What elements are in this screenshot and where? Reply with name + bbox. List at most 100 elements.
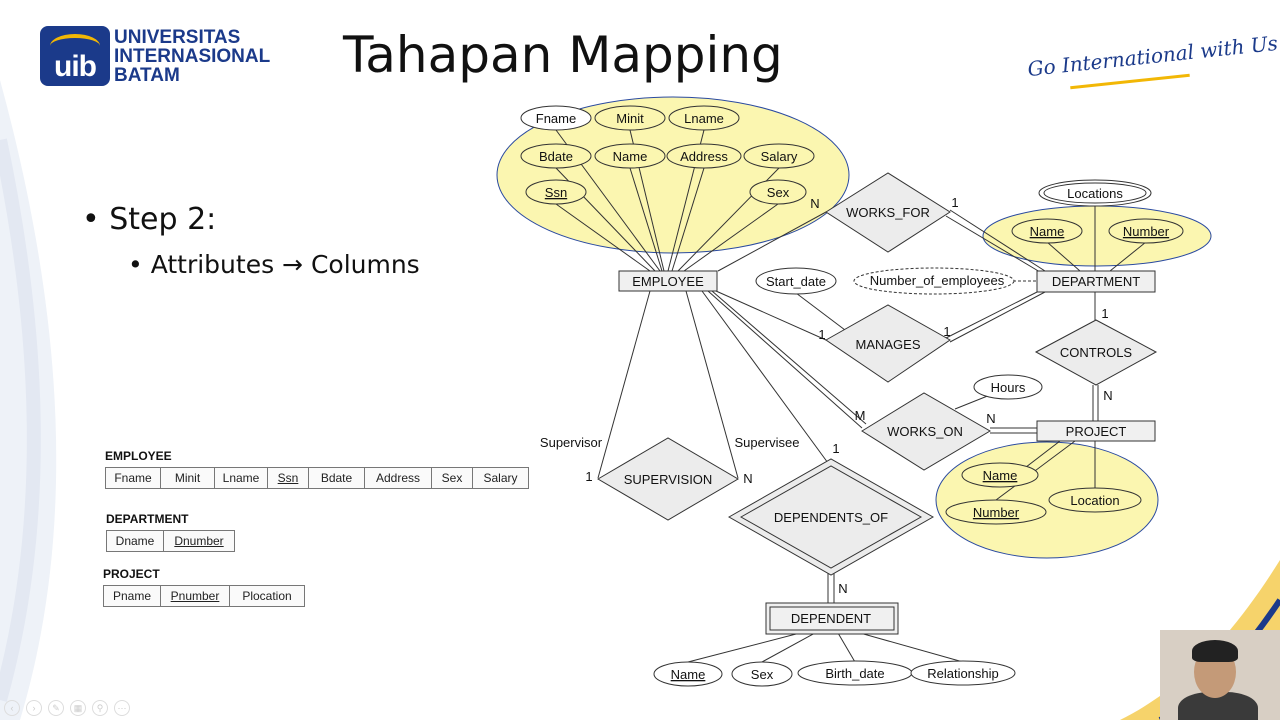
next-slide-icon[interactable]: ›	[26, 700, 42, 716]
logo-text: UNIVERSITAS INTERNASIONAL BATAM	[114, 28, 270, 85]
attr-bdate: Bdate	[539, 149, 573, 164]
attr-proj-name: Name	[983, 468, 1018, 483]
project-table: PROJECT Pname Pnumber Plocation	[103, 567, 305, 607]
attr-locations-inner	[1043, 182, 1147, 204]
logo-line-3: BATAM	[114, 64, 180, 86]
entity-project-box	[1036, 420, 1156, 442]
rel-dependents-of-outer	[727, 458, 935, 576]
employee-col-salary: Salary	[483, 471, 518, 485]
rel-works-on: WORKS_ON	[887, 424, 963, 439]
attr-sex: Sex	[767, 185, 790, 200]
card-works-for-n: N	[810, 196, 819, 211]
attr-number-of-employees-shape	[853, 267, 1015, 295]
employee-table-row: Fname Minit Lname Ssn Bdate Address Sex …	[105, 467, 529, 489]
attr-lname-shape	[668, 105, 740, 131]
attr-locations: Locations	[1067, 186, 1123, 201]
rel-manages: MANAGES	[855, 337, 920, 352]
attr-bdate-shape	[520, 143, 592, 169]
university-logo: uib UNIVERSITAS INTERNASIONAL BATAM	[40, 26, 270, 86]
attr-name-shape	[594, 143, 666, 169]
card-controls-n: N	[1103, 388, 1112, 403]
attr-dept-name: Name	[1030, 224, 1065, 239]
attr-dep-sex: Sex	[751, 667, 774, 682]
project-col-plocation: Plocation	[242, 589, 292, 603]
attr-ssn-shape	[525, 179, 587, 205]
role-supervisor: Supervisor	[540, 435, 603, 450]
department-table-row: Dname Dnumber	[106, 530, 235, 552]
uib-logo-mark: uib	[40, 26, 110, 86]
attr-start-date: Start_date	[766, 274, 826, 289]
attr-dep-relationship-shape	[910, 660, 1016, 686]
logo-mark-text: uib	[54, 50, 97, 83]
attr-start-date-shape	[755, 267, 837, 295]
attr-dept-number-shape	[1108, 218, 1184, 244]
project-col-pnumber: Pnumber	[161, 586, 230, 606]
attr-dep-relationship: Relationship	[927, 666, 999, 681]
employee-col-lname: Lname	[215, 468, 268, 488]
attr-dept-number: Number	[1123, 224, 1170, 239]
rel-supervision-shape	[597, 437, 739, 521]
rel-supervision: SUPERVISION	[624, 472, 713, 487]
card-works-for-1: 1	[951, 195, 958, 210]
logo-line-2: INTERNASIONAL	[114, 45, 271, 67]
entity-employee-box	[618, 270, 718, 292]
employee-col-sex: Sex	[432, 468, 473, 488]
bullet-step: • Step 2:	[82, 202, 217, 237]
attr-sex-shape	[749, 179, 807, 205]
entity-department: DEPARTMENT	[1052, 274, 1140, 289]
attr-proj-number: Number	[973, 505, 1020, 520]
attr-hours: Hours	[991, 380, 1026, 395]
attr-salary-shape	[743, 143, 815, 169]
card-supervision-n: N	[743, 471, 752, 486]
attr-proj-name-shape	[961, 462, 1039, 488]
employee-col-address: Address	[365, 468, 432, 488]
attr-minit: Minit	[616, 111, 644, 126]
rel-works-on-shape	[861, 392, 991, 471]
employee-col-minit: Minit	[161, 468, 215, 488]
employee-table: EMPLOYEE Fname Minit Lname Ssn Bdate Add…	[105, 449, 529, 489]
pen-icon[interactable]: ✎	[48, 700, 64, 716]
entity-dependent-outer	[765, 602, 899, 635]
rel-works-for-shape	[825, 172, 951, 253]
entity-department-box	[1036, 270, 1156, 293]
attr-dep-sex-shape	[731, 661, 793, 687]
rel-dependents-of-inner	[739, 465, 923, 569]
attr-dep-birth-date: Birth_date	[825, 666, 884, 681]
bullet-attributes: • Attributes → Columns	[128, 250, 420, 279]
presenter-webcam	[1160, 630, 1280, 720]
department-table: DEPARTMENT Dname Dnumber	[106, 512, 235, 552]
attr-proj-location: Location	[1070, 493, 1119, 508]
rel-dependents-of: DEPENDENTS_OF	[774, 510, 888, 525]
attr-dept-name-shape	[1011, 218, 1083, 244]
employee-col-fname: Fname	[106, 468, 161, 488]
entity-dependent: DEPENDENT	[791, 611, 871, 626]
entity-project: PROJECT	[1066, 424, 1127, 439]
card-works-on-n: N	[986, 411, 995, 426]
employee-col-ssn: Ssn	[268, 468, 309, 488]
entity-employee: EMPLOYEE	[632, 274, 704, 289]
card-manages-1b: 1	[943, 324, 950, 339]
project-col-pname: Pname	[104, 586, 161, 606]
zoom-icon[interactable]: ⚲	[92, 700, 108, 716]
attr-dep-name: Name	[671, 667, 706, 682]
attr-address: Address	[680, 149, 728, 164]
slide-toolbar: ‹ › ✎ ▦ ⚲ ⋯	[4, 700, 130, 716]
attr-ssn: Ssn	[545, 185, 567, 200]
entity-dependent-inner	[769, 606, 895, 631]
project-table-name: PROJECT	[103, 567, 160, 581]
prev-slide-icon[interactable]: ‹	[4, 700, 20, 716]
attr-name: Name	[613, 149, 648, 164]
rel-works-for: WORKS_FOR	[846, 205, 930, 220]
department-col-dname: Dname	[107, 531, 164, 551]
project-table-row: Pname Pnumber Plocation	[103, 585, 305, 607]
attr-lname: Lname	[684, 111, 724, 126]
slides-grid-icon[interactable]: ▦	[70, 700, 86, 716]
department-table-name: DEPARTMENT	[106, 512, 189, 526]
more-options-icon[interactable]: ⋯	[114, 700, 130, 716]
logo-line-1: UNIVERSITAS	[114, 26, 241, 48]
slide-title: Tahapan Mapping	[343, 26, 783, 84]
card-dependents-of-n: N	[838, 581, 847, 596]
attr-proj-number-shape	[945, 499, 1047, 525]
employee-col-bdate: Bdate	[309, 468, 365, 488]
